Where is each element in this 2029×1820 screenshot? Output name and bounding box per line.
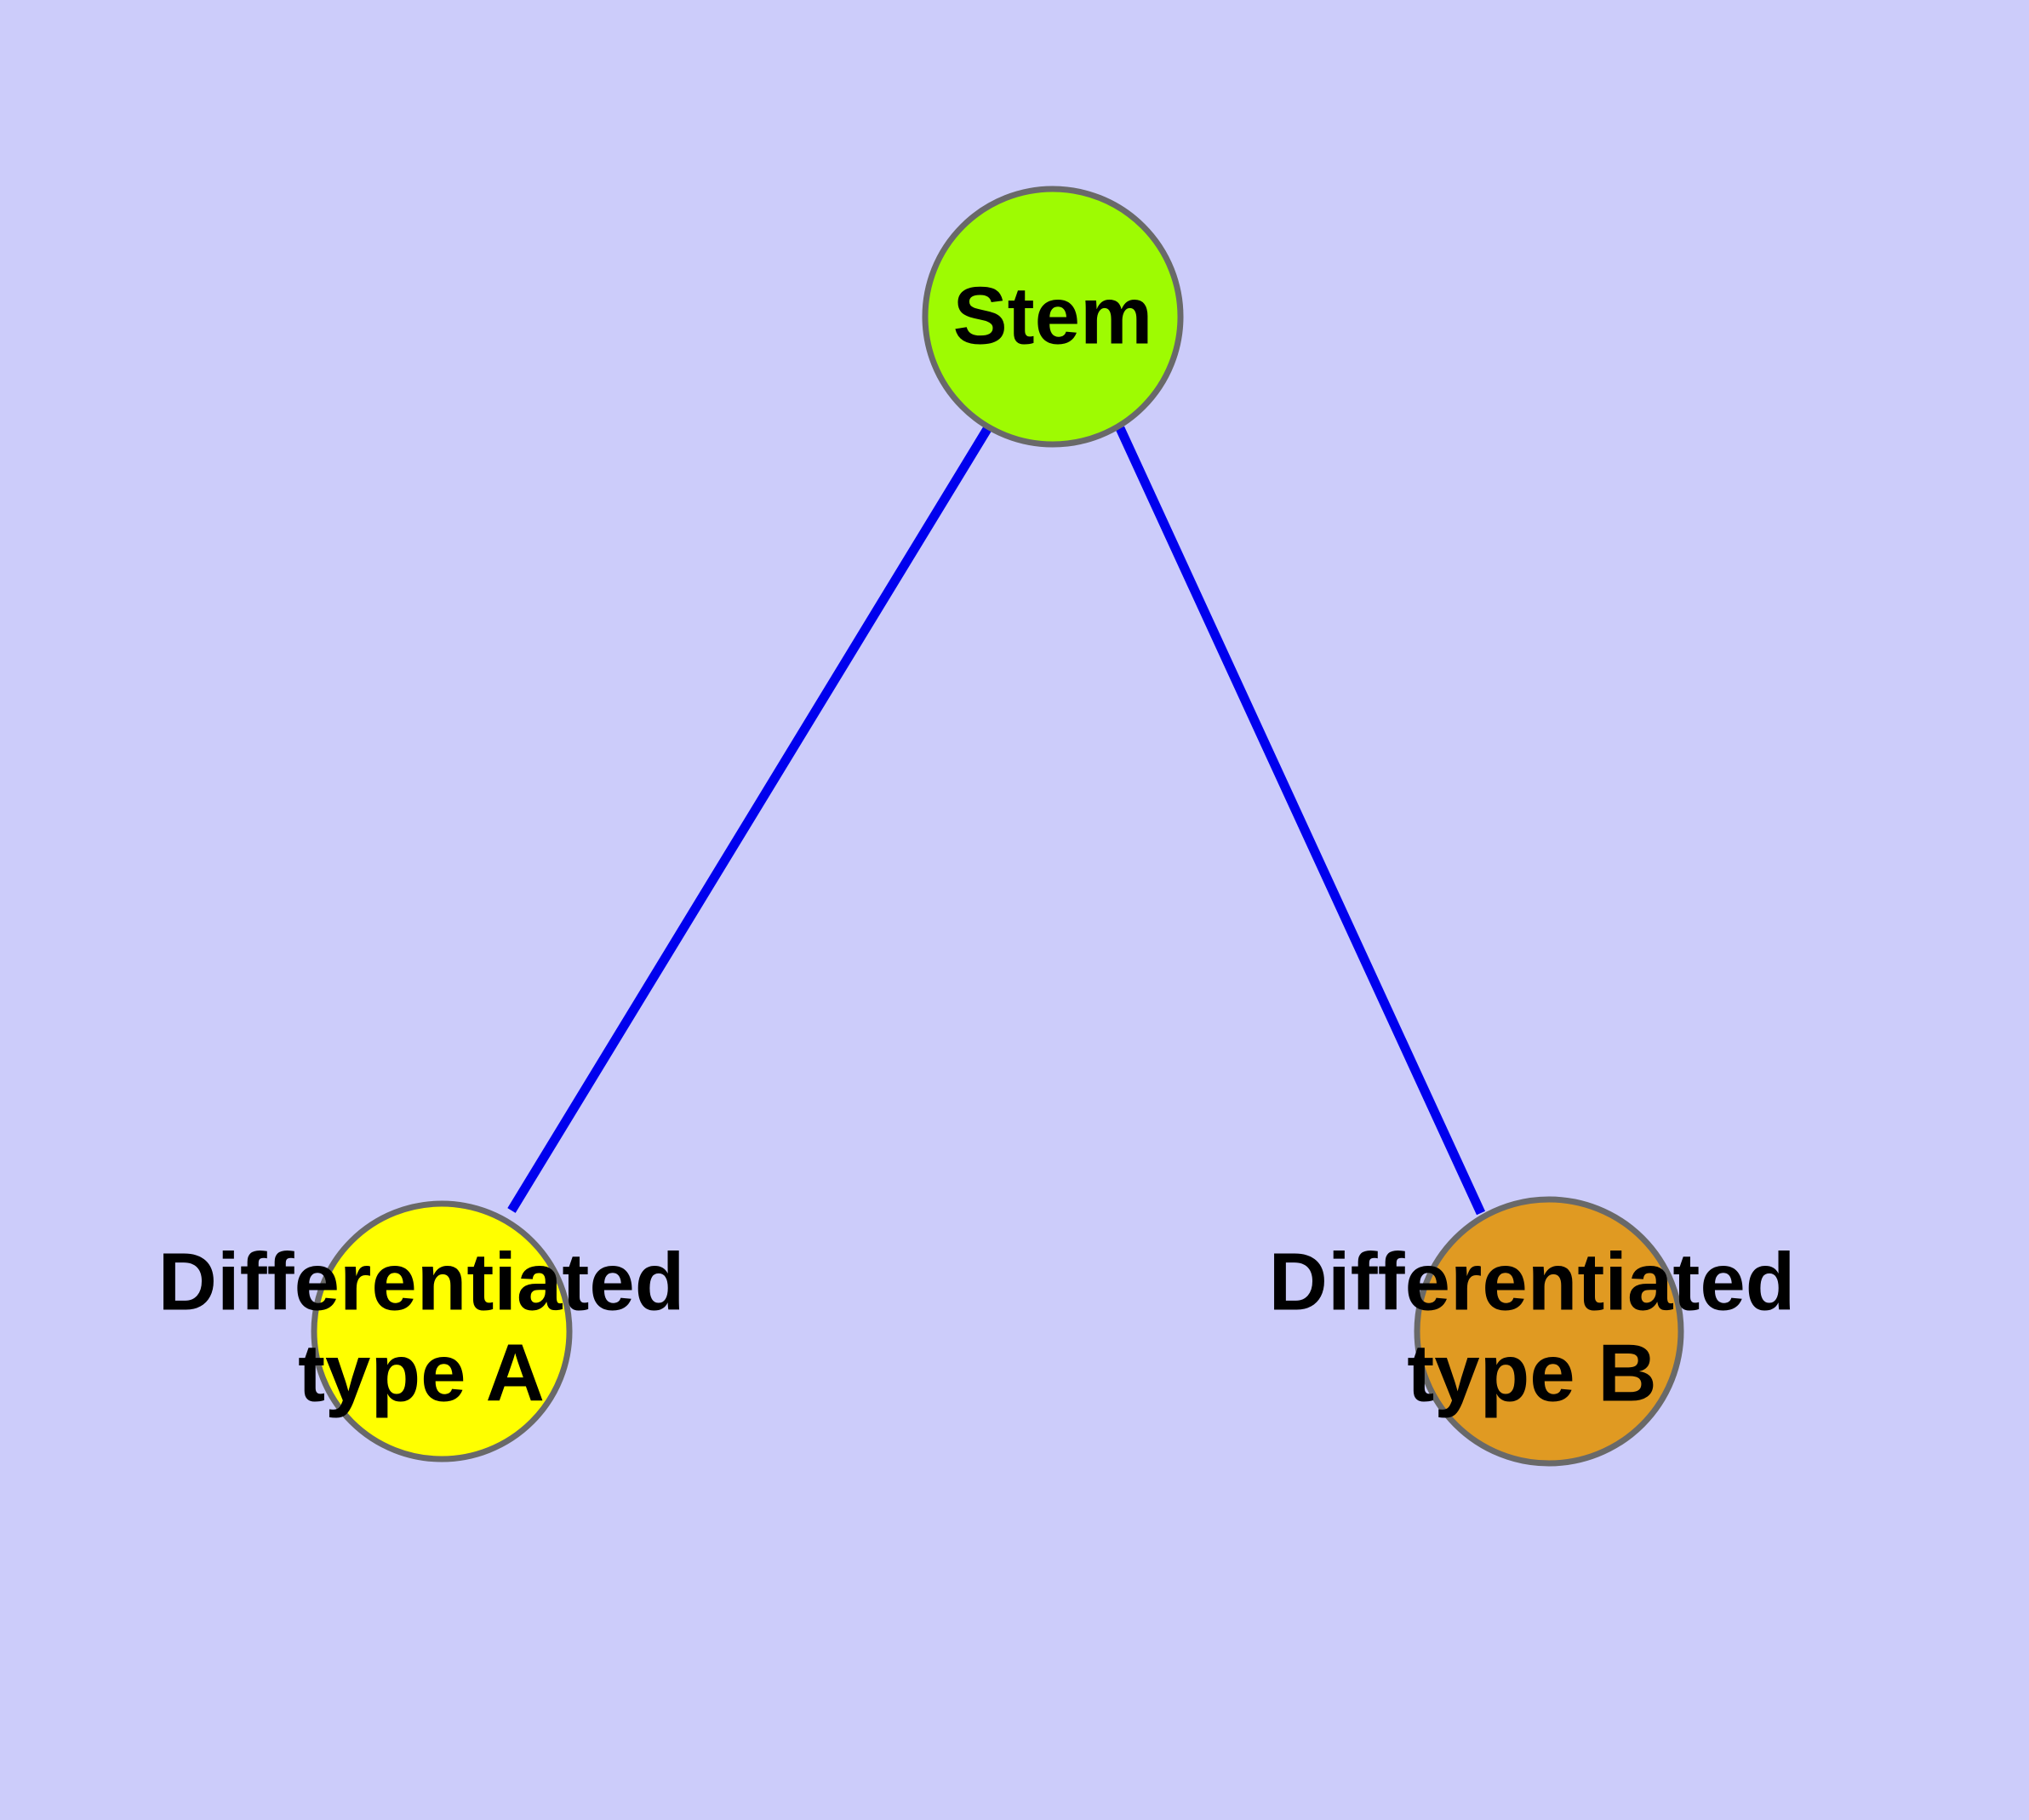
edge-layer — [507, 426, 1485, 1216]
node-diff-b[interactable] — [1414, 1196, 1684, 1467]
node-diff-a-circle[interactable] — [311, 1200, 573, 1462]
edge-stem-to-diff-a[interactable] — [507, 426, 992, 1213]
edge-stem-to-diff-b[interactable] — [1116, 426, 1485, 1216]
node-stem[interactable] — [922, 186, 1184, 448]
node-diff-b-circle[interactable] — [1414, 1196, 1684, 1467]
node-diff-a[interactable] — [311, 1200, 573, 1462]
node-layer — [311, 186, 1684, 1467]
node-stem-circle[interactable] — [922, 186, 1184, 448]
